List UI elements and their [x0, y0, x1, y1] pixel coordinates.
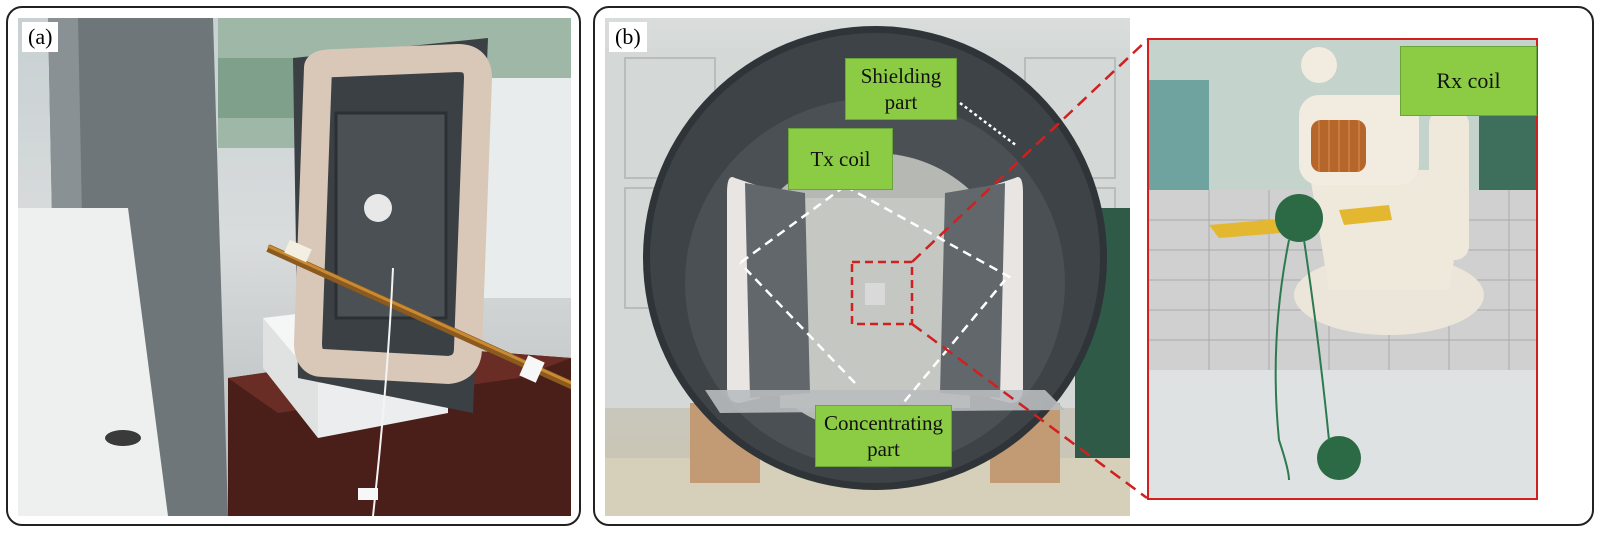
shielding-part-label: Shielding part [845, 58, 957, 120]
tx-label-text: Tx coil [810, 147, 871, 171]
panel-b: (b) Shielding part Tx coil Concentrating… [593, 6, 1594, 526]
rx-coil-label: Rx coil [1400, 46, 1537, 116]
concentrating-label-line2: part [867, 437, 900, 461]
photo-coil-setup [18, 18, 571, 516]
panel-b-tag: (b) [609, 22, 647, 52]
shielding-label-line1: Shielding [860, 64, 942, 88]
panel-a: (a) [6, 6, 581, 526]
panel-a-tag: (a) [22, 22, 59, 52]
photo-rx-coil-zoom [1147, 38, 1538, 500]
photo-b2-drawing [1149, 40, 1536, 498]
shielding-label-line2: part [884, 90, 918, 114]
photo-a-drawing [18, 18, 571, 516]
concentrating-part-label: Concentrating part [815, 405, 952, 467]
photo-b-drawing [605, 26, 1130, 516]
rx-label-text: Rx coil [1436, 68, 1501, 93]
photo-shielding-drum [605, 18, 1130, 516]
tx-coil-label: Tx coil [788, 128, 893, 190]
concentrating-label-line1: Concentrating [824, 411, 943, 435]
zoom-connector-lines [911, 39, 1148, 500]
